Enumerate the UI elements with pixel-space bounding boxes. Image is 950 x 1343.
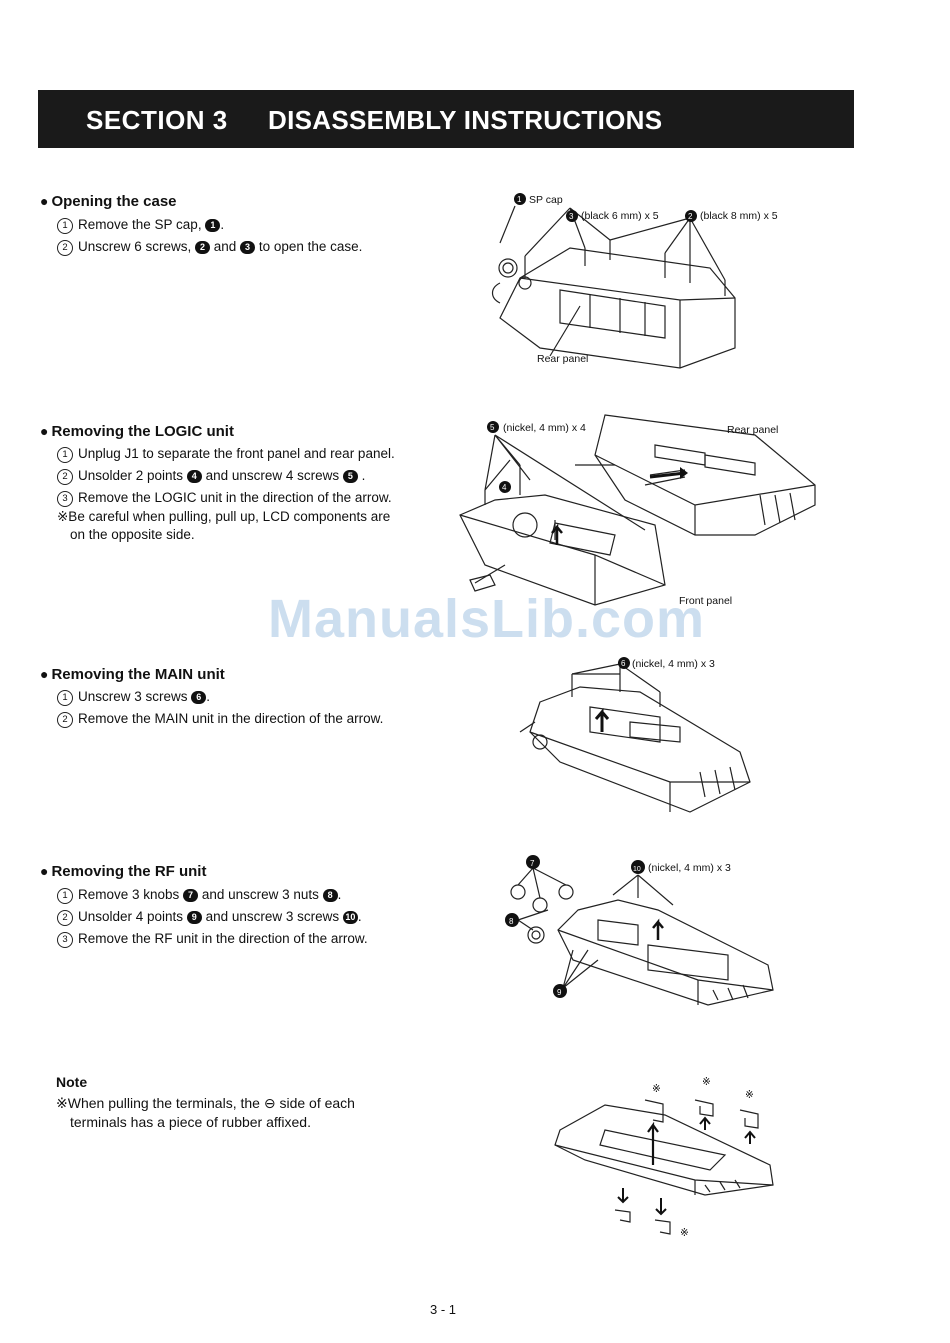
label-rear-panel: Rear panel bbox=[537, 353, 588, 365]
section-title: DISASSEMBLY INSTRUCTIONS bbox=[268, 105, 663, 135]
figure-logic-unit: 5 (nickel, 4 mm) x 4 Rear panel Front pa… bbox=[455, 405, 825, 615]
label-black-6mm: (black 6 mm) x 5 bbox=[581, 210, 659, 222]
heading-opening-case: ●Opening the case bbox=[40, 193, 177, 210]
svg-text:7: 7 bbox=[530, 859, 535, 868]
figure-main-unit: 6 (nickel, 4 mm) x 3 bbox=[510, 652, 770, 822]
label-sp-cap: SP cap bbox=[529, 194, 563, 206]
svg-text:9: 9 bbox=[557, 988, 562, 997]
label-nickel-4mm-x3: (nickel, 4 mm) x 3 bbox=[632, 658, 715, 670]
figure-rf-unit: 7 8 9 10 (nickel, 4 mm) x 3 bbox=[498, 850, 788, 1010]
svg-text:6: 6 bbox=[621, 659, 626, 668]
figure-opening-case: 1 SP cap 3 (black 6 mm) x 5 2 (black 8 m… bbox=[480, 188, 810, 378]
mark-3: ※ bbox=[745, 1089, 754, 1101]
heading-rf-unit: ●Removing the RF unit bbox=[40, 863, 207, 880]
svg-text:1: 1 bbox=[517, 195, 522, 204]
svg-text:8: 8 bbox=[509, 917, 514, 926]
svg-text:4: 4 bbox=[502, 483, 507, 492]
figure-terminals: ※ ※ ※ ※ bbox=[545, 1070, 785, 1255]
label-black-8mm: (black 8 mm) x 5 bbox=[700, 210, 778, 222]
section-number: SECTION 3 bbox=[86, 105, 228, 135]
heading-main-unit: ●Removing the MAIN unit bbox=[40, 666, 225, 683]
label-nickel-4mm-x4: (nickel, 4 mm) x 4 bbox=[503, 422, 586, 434]
mark-1: ※ bbox=[652, 1083, 661, 1095]
mark-2: ※ bbox=[702, 1076, 711, 1088]
note-title: Note bbox=[56, 1074, 88, 1090]
label-front-panel: Front panel bbox=[679, 595, 732, 607]
page-number: 3 - 1 bbox=[430, 1302, 457, 1317]
svg-text:5: 5 bbox=[490, 423, 495, 432]
svg-text:2: 2 bbox=[688, 212, 693, 221]
caution-line-2: on the opposite side. bbox=[70, 527, 195, 542]
mark-4: ※ bbox=[680, 1227, 689, 1239]
caution-line-1: ※Be careful when pulling, pull up, LCD c… bbox=[57, 509, 391, 524]
note-text: ※When pulling the terminals, the ⊖ side … bbox=[56, 1095, 355, 1130]
svg-text:10: 10 bbox=[633, 866, 641, 873]
section-header: SECTION 3 DISASSEMBLY INSTRUCTIONS bbox=[38, 90, 854, 148]
label-nickel-4mm-x3-rf: (nickel, 4 mm) x 3 bbox=[648, 862, 731, 874]
watermark: ManualsLib.com bbox=[268, 589, 706, 649]
label-rear-panel-2: Rear panel bbox=[727, 424, 778, 436]
svg-text:3: 3 bbox=[569, 212, 574, 221]
heading-logic-unit: ●Removing the LOGIC unit bbox=[40, 423, 234, 440]
